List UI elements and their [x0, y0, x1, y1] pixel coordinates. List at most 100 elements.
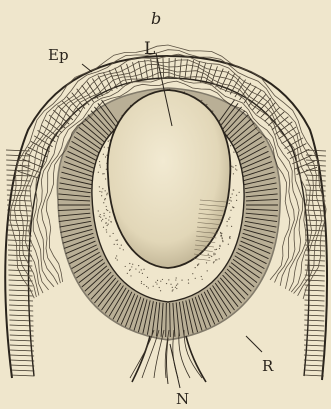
stipple-dot — [157, 280, 158, 281]
stipple-dot — [188, 283, 189, 284]
stipple-dot — [107, 225, 108, 226]
stipple-dot — [103, 213, 104, 214]
stipple-dot — [99, 191, 100, 192]
epidermis-hatch — [305, 300, 325, 301]
stipple-dot — [197, 264, 198, 265]
leader-line-Ep — [82, 64, 92, 72]
stipple-dot — [125, 266, 126, 267]
label-Ep: Ep — [48, 46, 69, 64]
stipple-dot — [117, 244, 118, 245]
stipple-dot — [108, 219, 109, 220]
stipple-dot — [105, 198, 106, 199]
stipple-dot — [208, 254, 209, 255]
stipple-dot — [236, 200, 237, 201]
stipple-dot — [103, 227, 104, 228]
leader-line-R — [246, 336, 262, 352]
stipple-dot — [101, 195, 102, 196]
stipple-dot — [105, 178, 106, 179]
leader-line-N — [170, 344, 180, 388]
stipple-dot — [107, 210, 108, 211]
stipple-dot — [233, 173, 234, 174]
stipple-dot — [148, 287, 149, 288]
epidermis-hatch — [304, 305, 324, 306]
stipple-dot — [110, 221, 111, 222]
stipple-dot — [147, 277, 148, 278]
stipple-dot — [108, 141, 109, 142]
stipple-dot — [141, 269, 142, 270]
epidermis-hatch — [304, 320, 324, 321]
stipple-dot — [172, 287, 173, 288]
stipple-dot — [105, 223, 106, 224]
epidermis-hatch — [305, 270, 325, 271]
stipple-dot — [162, 279, 163, 280]
epidermis-hatch — [139, 61, 143, 81]
stipple-dot — [206, 104, 207, 105]
stipple-dot — [209, 257, 210, 258]
stipple-dot — [216, 249, 217, 250]
stipple-dot — [213, 261, 214, 262]
stipple-dot — [230, 145, 231, 146]
stipple-dot — [233, 207, 234, 208]
stipple-dot — [215, 253, 216, 254]
epidermis-hatch — [10, 360, 34, 361]
epidermis-hatch — [49, 115, 65, 128]
stipple-dot — [202, 279, 203, 280]
epidermis-hatch — [7, 205, 31, 206]
stipple-dot — [116, 240, 117, 241]
stipple-dot — [213, 253, 214, 254]
stipple-dot — [175, 287, 176, 288]
label-b: b — [151, 9, 161, 28]
stipple-dot — [100, 166, 101, 167]
stipple-dot — [114, 244, 115, 245]
stipple-dot — [192, 273, 193, 274]
stipple-dot — [206, 262, 207, 263]
stipple-dot — [233, 189, 234, 190]
epidermis-hatch — [305, 220, 325, 221]
stipple-dot — [229, 217, 230, 218]
stipple-dot — [236, 195, 237, 196]
lens — [108, 90, 231, 268]
stipple-dot — [102, 219, 103, 220]
epidermis-hatch — [306, 160, 326, 161]
stipple-dot — [109, 235, 110, 236]
stipple-dot — [99, 186, 100, 187]
stipple-dot — [146, 286, 147, 287]
stipple-dot — [213, 262, 214, 263]
stipple-dot — [104, 199, 105, 200]
stipple-dot — [239, 192, 240, 193]
stipple-dot — [230, 197, 231, 198]
epidermis-hatch — [6, 155, 30, 156]
stipple-dot — [213, 254, 214, 255]
stipple-dot — [222, 238, 223, 239]
epidermis-hatch — [305, 290, 325, 291]
stipple-dot — [176, 285, 177, 286]
stipple-dot — [170, 284, 171, 285]
stipple-dot — [226, 225, 227, 226]
epidermis-hatch — [10, 350, 34, 351]
epidermis-hatch — [304, 360, 324, 361]
stipple-dot — [195, 278, 196, 279]
stipple-dot — [175, 279, 176, 280]
epidermis-hatch — [11, 375, 35, 376]
stipple-dot — [143, 284, 144, 285]
stipple-dot — [109, 216, 110, 217]
epidermis-hatch — [10, 365, 34, 366]
stipple-dot — [135, 268, 136, 269]
stipple-dot — [123, 249, 124, 250]
stipple-dot — [232, 193, 233, 194]
label-L: L — [144, 39, 155, 59]
stipple-dot — [103, 154, 104, 155]
stipple-dot — [129, 270, 130, 271]
stipple-dot — [160, 290, 161, 291]
stipple-dot — [105, 190, 106, 191]
stipple-dot — [159, 287, 160, 288]
stipple-dot — [119, 248, 120, 249]
epidermis-hatch — [8, 230, 32, 231]
stipple-dot — [235, 168, 236, 169]
epidermis-hatch — [180, 59, 182, 79]
stipple-dot — [106, 231, 107, 232]
stipple-dot — [113, 233, 114, 234]
epidermis-hatch — [145, 60, 148, 80]
